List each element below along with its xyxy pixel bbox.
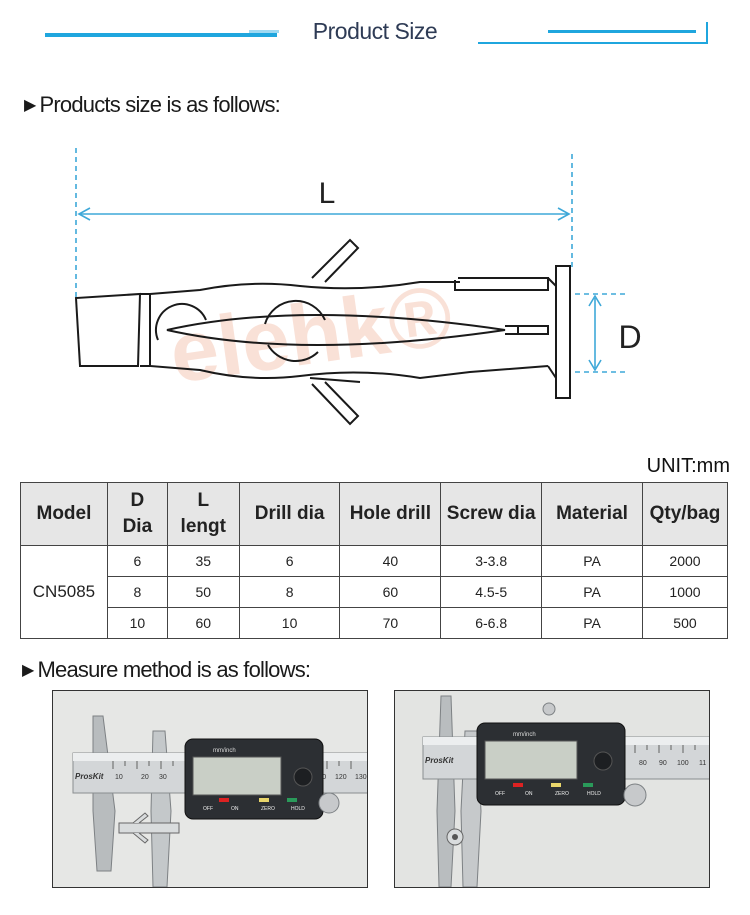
cell-drill: 10 bbox=[238, 607, 341, 639]
cell-qty: 2000 bbox=[641, 545, 729, 577]
col-header-screw: Screw dia bbox=[440, 482, 543, 546]
table-row: 10 60 10 70 6-6.8 PA 500 bbox=[21, 607, 729, 639]
cell-material: PA bbox=[541, 607, 643, 639]
cell-drill: 8 bbox=[238, 576, 341, 608]
header-decor-line-right-upper bbox=[548, 30, 696, 33]
cell-hole: 60 bbox=[339, 576, 442, 608]
cell-drill: 6 bbox=[238, 545, 341, 577]
hold-button-label: HOLD bbox=[291, 806, 305, 812]
cell-material: PA bbox=[541, 545, 643, 577]
cell-d: 10 bbox=[106, 607, 168, 639]
col-header-model: Model bbox=[20, 482, 108, 546]
off-button-label: OFF bbox=[495, 791, 505, 797]
col-header-l-line1: L bbox=[197, 490, 210, 511]
section-title-measure-text: Measure method is as follows: bbox=[37, 657, 312, 682]
brand-label: ProsKit bbox=[75, 772, 104, 781]
scale-label: 80 bbox=[639, 760, 647, 767]
scale-label: 30 bbox=[159, 774, 167, 781]
unit-switch-label: mm/inch bbox=[213, 748, 236, 754]
header-decor-line-left bbox=[45, 30, 279, 37]
col-header-drill: Drill dia bbox=[238, 482, 341, 546]
cell-hole: 70 bbox=[339, 607, 442, 639]
section-title-size: ▶Products size is as follows: bbox=[24, 92, 281, 118]
table-row: CN5085 6 35 6 40 3-3.8 PA 2000 bbox=[20, 545, 729, 639]
scale-label: 90 bbox=[659, 760, 667, 767]
cell-screw: 3-3.8 bbox=[440, 545, 543, 577]
scale-label: 10 bbox=[115, 774, 123, 781]
header-decor-line-right bbox=[478, 42, 708, 44]
cell-d: 8 bbox=[106, 576, 168, 608]
model-cell: CN5085 bbox=[20, 545, 108, 639]
caliper-photo-2: ProsKit 80 90 100 11 mm/inch OFF ON ZERO… bbox=[394, 690, 710, 888]
unit-label: UNIT:mm bbox=[646, 455, 730, 477]
col-header-l-line2: lengt bbox=[180, 516, 226, 537]
page-title: Product Size bbox=[312, 18, 438, 44]
cell-screw: 4.5-5 bbox=[440, 576, 543, 608]
cell-l: 35 bbox=[166, 545, 240, 577]
scale-label: 11 bbox=[699, 760, 706, 767]
scale-label: 100 bbox=[677, 760, 689, 767]
col-header-hole: Hole drill bbox=[339, 482, 442, 546]
anchor-outline bbox=[74, 238, 571, 426]
cell-l: 50 bbox=[166, 576, 240, 608]
dimension-label-l: L bbox=[319, 177, 336, 210]
brand-label: ProsKit bbox=[425, 756, 454, 765]
col-header-material: Material bbox=[541, 482, 643, 546]
cell-l: 60 bbox=[166, 607, 240, 639]
col-header-d-line1: D bbox=[130, 490, 145, 511]
scale-label: 120 bbox=[335, 774, 347, 781]
section-title-measure: ▶Measure method is as follows: bbox=[22, 657, 312, 683]
col-header-d-line2: Dia bbox=[122, 516, 153, 537]
on-button-label: ON bbox=[231, 806, 239, 812]
hold-button-label: HOLD bbox=[587, 791, 601, 797]
zero-button-label: ZERO bbox=[261, 806, 275, 812]
anchor-diagram: elehk® L D bbox=[74, 148, 642, 426]
cell-hole: 40 bbox=[339, 545, 442, 577]
cell-d: 6 bbox=[106, 545, 168, 577]
scale-label: 20 bbox=[141, 774, 149, 781]
cell-material: PA bbox=[541, 576, 643, 608]
cell-screw: 6-6.8 bbox=[440, 607, 543, 639]
cell-qty: 1000 bbox=[641, 576, 729, 608]
triangle-arrow-icon: ▶ bbox=[22, 662, 34, 679]
triangle-arrow-icon: ▶ bbox=[24, 97, 36, 114]
caliper-photo-1: ProsKit 10 20 30 110 120 130 mm/inch OFF… bbox=[52, 690, 368, 888]
unit-switch-label: mm/inch bbox=[513, 732, 536, 738]
on-button-label: ON bbox=[525, 791, 533, 797]
scale-label: 130 bbox=[355, 774, 367, 781]
col-header-d: D Dia bbox=[106, 482, 168, 546]
off-button-label: OFF bbox=[203, 806, 213, 812]
cell-qty: 500 bbox=[641, 607, 729, 639]
col-header-qty: Qty/bag bbox=[641, 482, 729, 546]
zero-button-label: ZERO bbox=[555, 791, 569, 797]
section-title-size-text: Products size is as follows: bbox=[39, 92, 281, 117]
dimension-label-d: D bbox=[618, 319, 641, 355]
table-row: 8 50 8 60 4.5-5 PA 1000 bbox=[21, 576, 729, 608]
header-decor-tick bbox=[706, 22, 708, 44]
